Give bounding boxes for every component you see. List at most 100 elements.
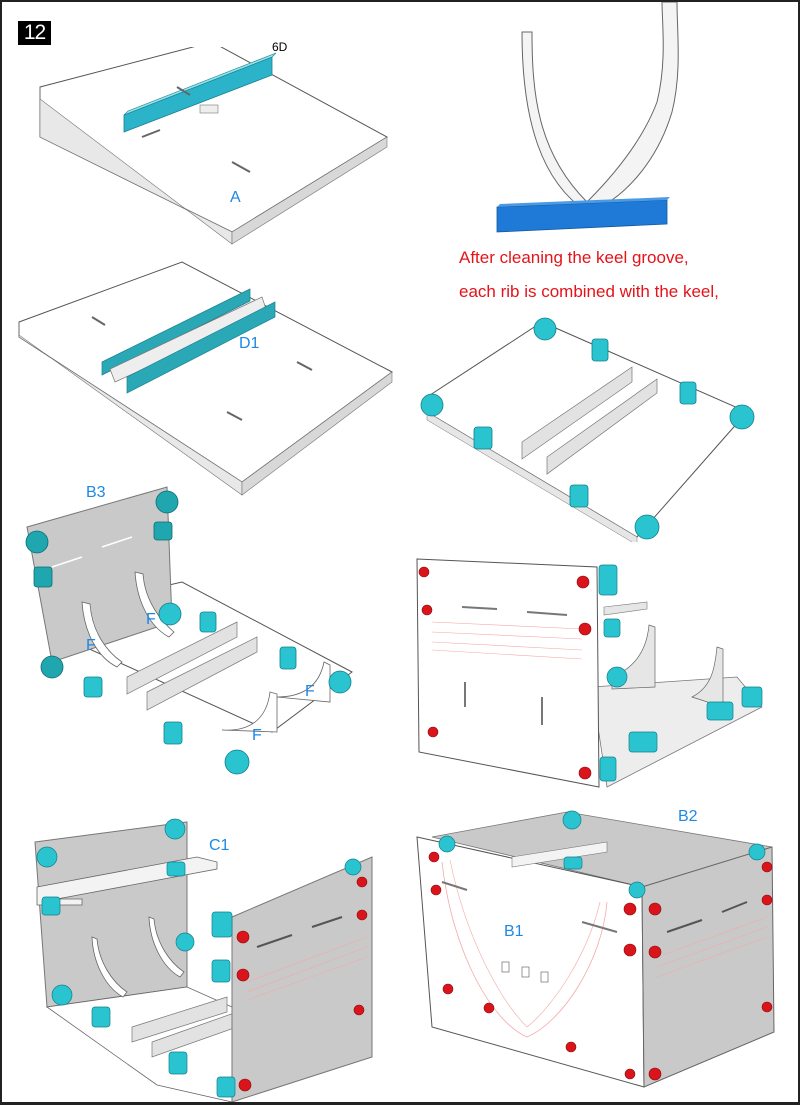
step-number-badge: 12 — [18, 21, 51, 45]
angle-bracket — [563, 856, 583, 870]
screw — [578, 766, 592, 780]
part-label-b1: B1 — [504, 923, 524, 940]
panel-step-a: 6D A — [32, 40, 392, 247]
screw — [353, 1004, 365, 1016]
screw — [418, 566, 430, 578]
instruction-note-line-1: After cleaning the keel groove, — [459, 248, 689, 267]
corner-bracket — [729, 404, 755, 430]
panel-step-c1: C1 — [27, 817, 377, 1102]
rail-d1-front — [126, 301, 276, 394]
angle-bracket — [168, 1051, 188, 1075]
rail-d1-back — [101, 288, 251, 376]
screw — [428, 851, 440, 863]
angle-bracket — [679, 381, 697, 405]
side-attached-drawing — [416, 558, 763, 788]
rib-frame — [521, 2, 679, 213]
part-label-b2: B2 — [678, 808, 698, 825]
angle-bracket — [211, 911, 233, 938]
corner-bracket — [748, 843, 766, 861]
side-panel — [416, 558, 600, 788]
angle-bracket — [569, 484, 589, 508]
corner-bracket — [25, 530, 49, 554]
part-label-d1: D1 — [239, 335, 260, 352]
corner-bracket — [36, 846, 58, 868]
corner-bracket — [328, 670, 352, 694]
angle-bracket — [91, 1006, 111, 1028]
rail-left — [521, 366, 633, 460]
support-f — [81, 601, 123, 668]
part-label-6d: 6D — [272, 40, 288, 54]
step-b3-drawing — [25, 486, 353, 775]
screw — [356, 876, 368, 888]
screw — [236, 968, 250, 982]
corner-bracket — [628, 881, 646, 899]
screw — [648, 902, 662, 916]
support — [148, 916, 185, 978]
angle-bracket — [211, 959, 231, 983]
panel-step-b1-b2: B2 B1 — [412, 802, 782, 1102]
panel-keel-rib — [492, 2, 692, 242]
angle-bracket — [216, 1076, 236, 1098]
angle-bracket — [153, 521, 173, 541]
corner-bracket — [51, 984, 73, 1006]
corner-bracket — [155, 490, 179, 514]
part-label-a: A — [230, 189, 241, 206]
angle-bracket — [166, 861, 186, 877]
corner-bracket — [606, 666, 628, 688]
rail-left — [131, 996, 228, 1043]
screw — [236, 930, 250, 944]
screw — [623, 943, 637, 957]
floor-plate — [591, 676, 763, 788]
screw — [623, 902, 637, 916]
corner-bracket — [634, 514, 660, 540]
screw — [578, 622, 592, 636]
corner-bracket — [224, 749, 250, 775]
screw — [761, 894, 773, 906]
corner-bracket — [420, 393, 444, 417]
screw — [761, 1001, 773, 1013]
crossbar — [511, 841, 608, 868]
corner-bracket — [158, 602, 182, 626]
corner-bracket — [562, 810, 582, 830]
step-c1-drawing — [34, 818, 373, 1102]
corner-bracket — [438, 835, 456, 853]
base-plate — [18, 261, 393, 483]
part-label-f: F — [146, 611, 156, 628]
support — [691, 646, 724, 708]
part-label-b3: B3 — [86, 484, 106, 501]
panel-base-brackets — [412, 317, 772, 542]
screw — [648, 1067, 662, 1081]
screw — [442, 983, 454, 995]
base-brackets-drawing — [420, 317, 755, 542]
screw — [565, 1041, 577, 1053]
angle-bracket — [83, 676, 103, 698]
corner-bracket — [164, 818, 186, 840]
panel-step-d1: D1 — [17, 257, 397, 497]
screw — [483, 1002, 495, 1014]
step-d1-drawing — [18, 261, 393, 496]
support-f — [276, 661, 331, 703]
support — [91, 936, 128, 998]
angle-bracket — [741, 686, 763, 708]
part-label-f: F — [305, 683, 315, 700]
corner-bracket — [40, 655, 64, 679]
angle-bracket — [199, 611, 217, 633]
keel-rib-drawing — [496, 2, 679, 233]
screw — [576, 575, 590, 589]
panel-side-attached — [407, 547, 777, 792]
screw — [624, 1068, 636, 1080]
side-panel — [641, 846, 775, 1088]
angle-bracket — [706, 701, 734, 721]
corner-bracket — [533, 317, 557, 341]
angle-bracket — [599, 756, 617, 782]
corner-bracket — [344, 858, 362, 876]
angle-bracket — [41, 896, 61, 916]
rail-right — [146, 636, 258, 711]
support-f — [221, 691, 278, 733]
shelf — [603, 601, 648, 616]
base-plate-a-drawing — [39, 47, 388, 245]
corner-bracket — [175, 932, 195, 952]
part-label-f: F — [252, 727, 262, 744]
rail-right — [546, 378, 658, 475]
